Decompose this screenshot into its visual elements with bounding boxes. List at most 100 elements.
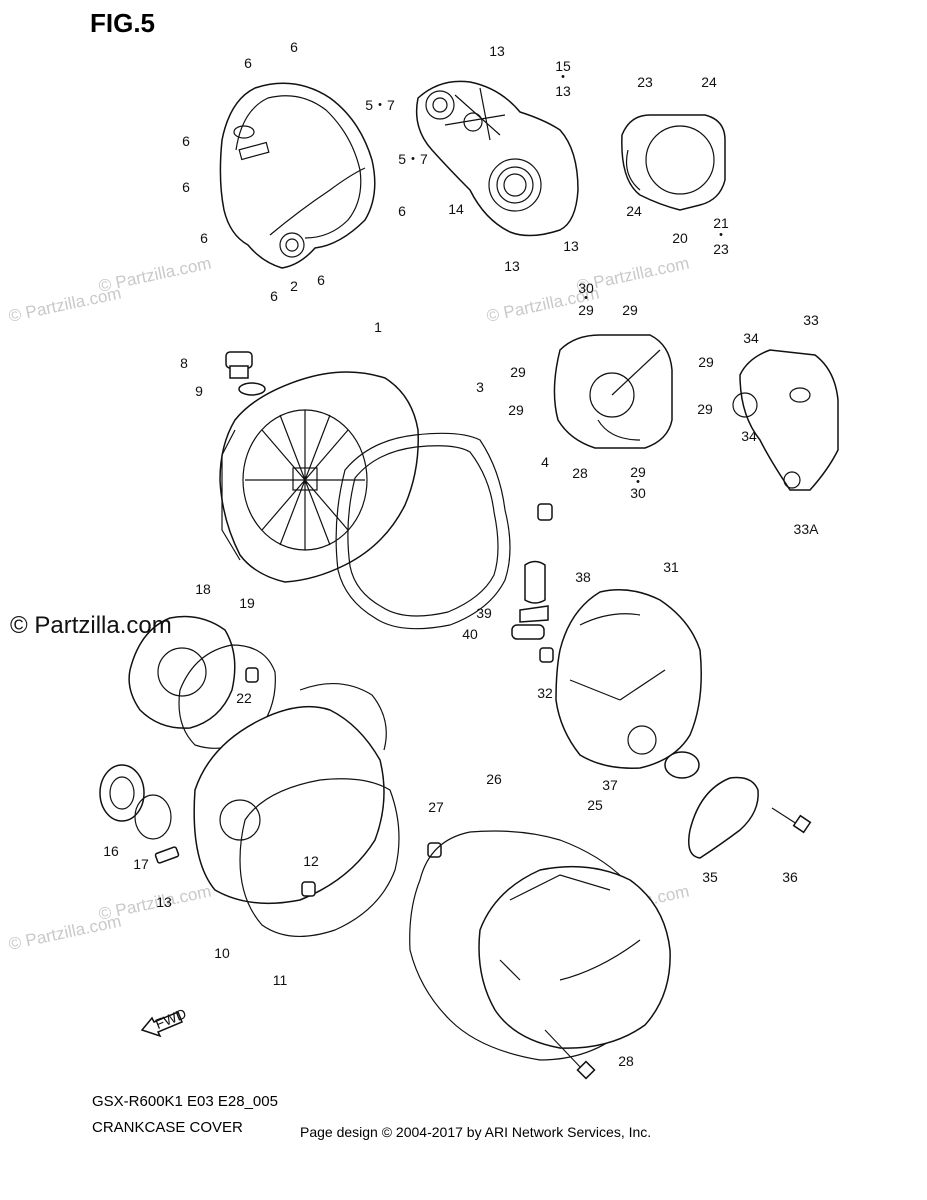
callout-label: 6	[182, 179, 190, 195]
callout-label: 37	[602, 777, 618, 793]
callout-label: 13	[504, 258, 520, 274]
callout-label: 33	[803, 312, 819, 328]
part-gasket-large	[335, 432, 511, 630]
part-gasket-piece	[519, 605, 549, 623]
page-credit: Page design © 2004-2017 by ARI Network S…	[300, 1124, 652, 1140]
part-clutch-cover-top	[219, 82, 376, 269]
callout-label: 18	[195, 581, 211, 597]
section-name: CRANKCASE COVER	[92, 1119, 243, 1136]
callout-label: 6	[244, 55, 252, 71]
callout-label: 25	[587, 797, 603, 813]
figure-title: FIG.5	[90, 8, 156, 38]
callout-label: 24	[626, 203, 642, 219]
callout-label: 38	[575, 569, 591, 585]
callout-label: 34	[743, 330, 759, 346]
part-dowel-pin	[537, 503, 553, 521]
callout-label: 29	[630, 464, 646, 480]
part-generator-cover-top	[415, 80, 579, 237]
callout-label: 34	[741, 428, 757, 444]
callout-label: 19	[239, 595, 255, 611]
part-seal-piece	[524, 560, 546, 604]
callout-label: 6	[398, 203, 406, 219]
fwd-label: FWD	[153, 1005, 189, 1032]
faint-watermark: © Partzilla.com	[97, 882, 213, 924]
callout-label: 13	[156, 894, 172, 910]
callout-label: 8	[180, 355, 188, 371]
part-dowel-small	[539, 647, 554, 663]
part-bolt-13	[154, 846, 180, 864]
part-dowel-12	[301, 881, 316, 897]
callout-label: 39	[476, 605, 492, 621]
callout-label: 29	[508, 402, 524, 418]
callout-label: 6	[317, 272, 325, 288]
callout-label: 6	[182, 133, 190, 149]
callout-label: 13	[563, 238, 579, 254]
callout-label: 21	[713, 215, 729, 231]
callout-label: 5・7	[398, 151, 428, 167]
callout-label: 14	[448, 201, 464, 217]
callout-label: 16	[103, 843, 119, 859]
part-bolt-28	[544, 1029, 596, 1080]
callout-label: 30	[578, 280, 594, 296]
callout-label: ・	[556, 69, 570, 85]
callout-label: 36	[782, 869, 798, 885]
callout-label: 29	[578, 302, 594, 318]
callout-label: 9	[195, 383, 203, 399]
callout-label: 28	[572, 465, 588, 481]
callout-label: 35	[702, 869, 718, 885]
faint-watermark: © Partzilla.com	[97, 254, 213, 296]
callout-label: ・	[714, 227, 728, 243]
callout-label: 26	[486, 771, 502, 787]
callout-label: 29	[698, 354, 714, 370]
part-small-cover-top-right	[621, 114, 726, 211]
callout-label: 1	[374, 319, 382, 335]
part-generator-cover-25	[478, 865, 671, 1049]
callout-label: 27	[428, 799, 444, 815]
part-oil-seal	[99, 764, 145, 822]
part-starter-cover	[555, 589, 702, 769]
callout-label: 20	[672, 230, 688, 246]
part-filler-plug	[225, 351, 266, 396]
part-cap-plug	[664, 751, 700, 779]
part-lever-arm	[688, 776, 759, 859]
callout-label: 23	[637, 74, 653, 90]
callout-label: 13	[489, 43, 505, 59]
part-crankcase-cover-main	[219, 371, 419, 583]
callout-label: 29	[697, 401, 713, 417]
callout-label: 40	[462, 626, 478, 642]
callout-label: 15	[555, 58, 571, 74]
part-oring-17	[134, 794, 172, 840]
parts-layer	[99, 80, 839, 1080]
callout-label: 2	[290, 278, 298, 294]
callout-label: 13	[555, 83, 571, 99]
part-generator-cover-right	[553, 334, 673, 449]
part-case-cover-10	[193, 682, 387, 905]
callout-label: 3	[476, 379, 484, 395]
callout-label: 6	[200, 230, 208, 246]
callout-label: 11	[273, 972, 288, 988]
callout-label: 22	[236, 690, 252, 706]
part-gasket-19	[178, 644, 276, 749]
part-water-pump-cover	[128, 615, 236, 729]
part-gasket-11	[239, 778, 400, 938]
callout-label: 31	[663, 559, 679, 575]
callout-label: 6	[270, 288, 278, 304]
callout-label: 32	[537, 685, 553, 701]
callout-label: 10	[214, 945, 230, 961]
callout-label: 17	[133, 856, 149, 872]
fwd-arrow-icon	[140, 1011, 183, 1038]
callout-label: 33A	[794, 521, 820, 537]
part-bolt-36	[771, 807, 812, 834]
callout-label: 5・7	[365, 97, 395, 113]
callout-label: 29	[622, 302, 638, 318]
part-bracket-right	[732, 349, 839, 491]
callout-label: 23	[713, 241, 729, 257]
callout-label: ・	[579, 290, 593, 306]
callout-label: 6	[290, 39, 298, 55]
partzilla-watermark: © Partzilla.com	[10, 612, 172, 639]
part-dowel-27	[427, 842, 442, 858]
callout-label: 4	[541, 454, 549, 470]
callout-label: 12	[303, 853, 319, 869]
